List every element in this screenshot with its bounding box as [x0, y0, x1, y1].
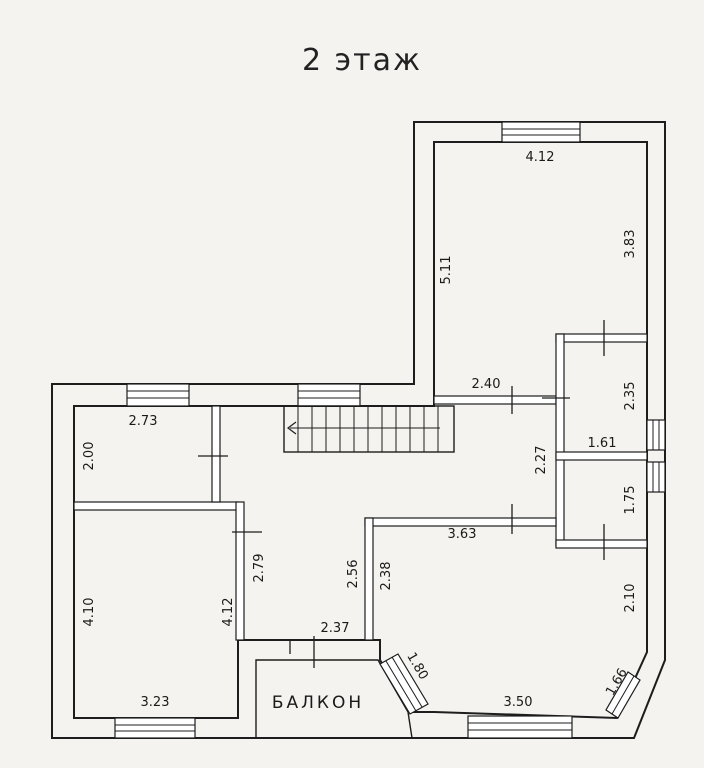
dim-2-56: 2.56: [346, 560, 361, 589]
window-bottom-right: [467, 715, 573, 739]
window-top: [501, 121, 581, 143]
dim-3-63: 3.63: [448, 527, 477, 542]
outer-wall-inner: [73, 141, 648, 720]
window-mid-top: [297, 383, 361, 407]
windows: [114, 121, 666, 739]
balcony-label: БАЛКОН: [272, 693, 364, 713]
dimension-labels: 4.12 5.11 3.83 2.40 2.35 2.73 2.00 2.27 …: [82, 150, 638, 710]
dim-2-37: 2.37: [321, 621, 350, 636]
partition-small-top: [555, 333, 648, 343]
dim-3-50: 3.50: [504, 695, 533, 710]
outer-wall-outer: [51, 121, 666, 739]
partition-upper-left: [211, 405, 221, 503]
plan-title: 2 этаж: [302, 43, 422, 78]
window-right-lower: [646, 461, 666, 493]
dim-2-79: 2.79: [252, 554, 267, 583]
partition-238: [364, 517, 374, 641]
dim-4-12-top: 4.12: [526, 150, 555, 165]
dim-3-23: 3.23: [141, 695, 170, 710]
window-diagonal-right: [605, 671, 641, 719]
partition-small-vertical: [555, 333, 565, 547]
dim-3-83: 3.83: [623, 230, 638, 259]
dim-2-27: 2.27: [534, 446, 549, 475]
dim-2-40: 2.40: [472, 377, 501, 392]
partition-412-left: [235, 501, 245, 641]
dim-2-10: 2.10: [623, 584, 638, 613]
dim-4-12-left: 4.12: [221, 598, 236, 627]
partition-small-bottom: [555, 539, 648, 549]
door-marks: [198, 320, 605, 668]
window-left-top: [126, 383, 190, 407]
dim-4-10: 4.10: [82, 598, 97, 627]
partition-left-horizontal: [73, 501, 239, 511]
staircase: [283, 405, 455, 453]
dim-2-73: 2.73: [129, 414, 158, 429]
window-right-upper: [646, 419, 666, 451]
dim-1-75: 1.75: [623, 486, 638, 515]
dim-5-11: 5.11: [439, 256, 454, 285]
dim-2-35: 2.35: [623, 382, 638, 411]
dim-2-00: 2.00: [82, 442, 97, 471]
balcony-outline: [255, 659, 413, 739]
partition-240: [433, 395, 557, 405]
dim-2-38: 2.38: [379, 562, 394, 591]
window-diagonal-balcony: [379, 653, 429, 715]
partition-363: [364, 517, 557, 527]
partition-161: [555, 451, 648, 461]
dim-1-61: 1.61: [588, 436, 617, 451]
window-bottom-left: [114, 717, 196, 739]
